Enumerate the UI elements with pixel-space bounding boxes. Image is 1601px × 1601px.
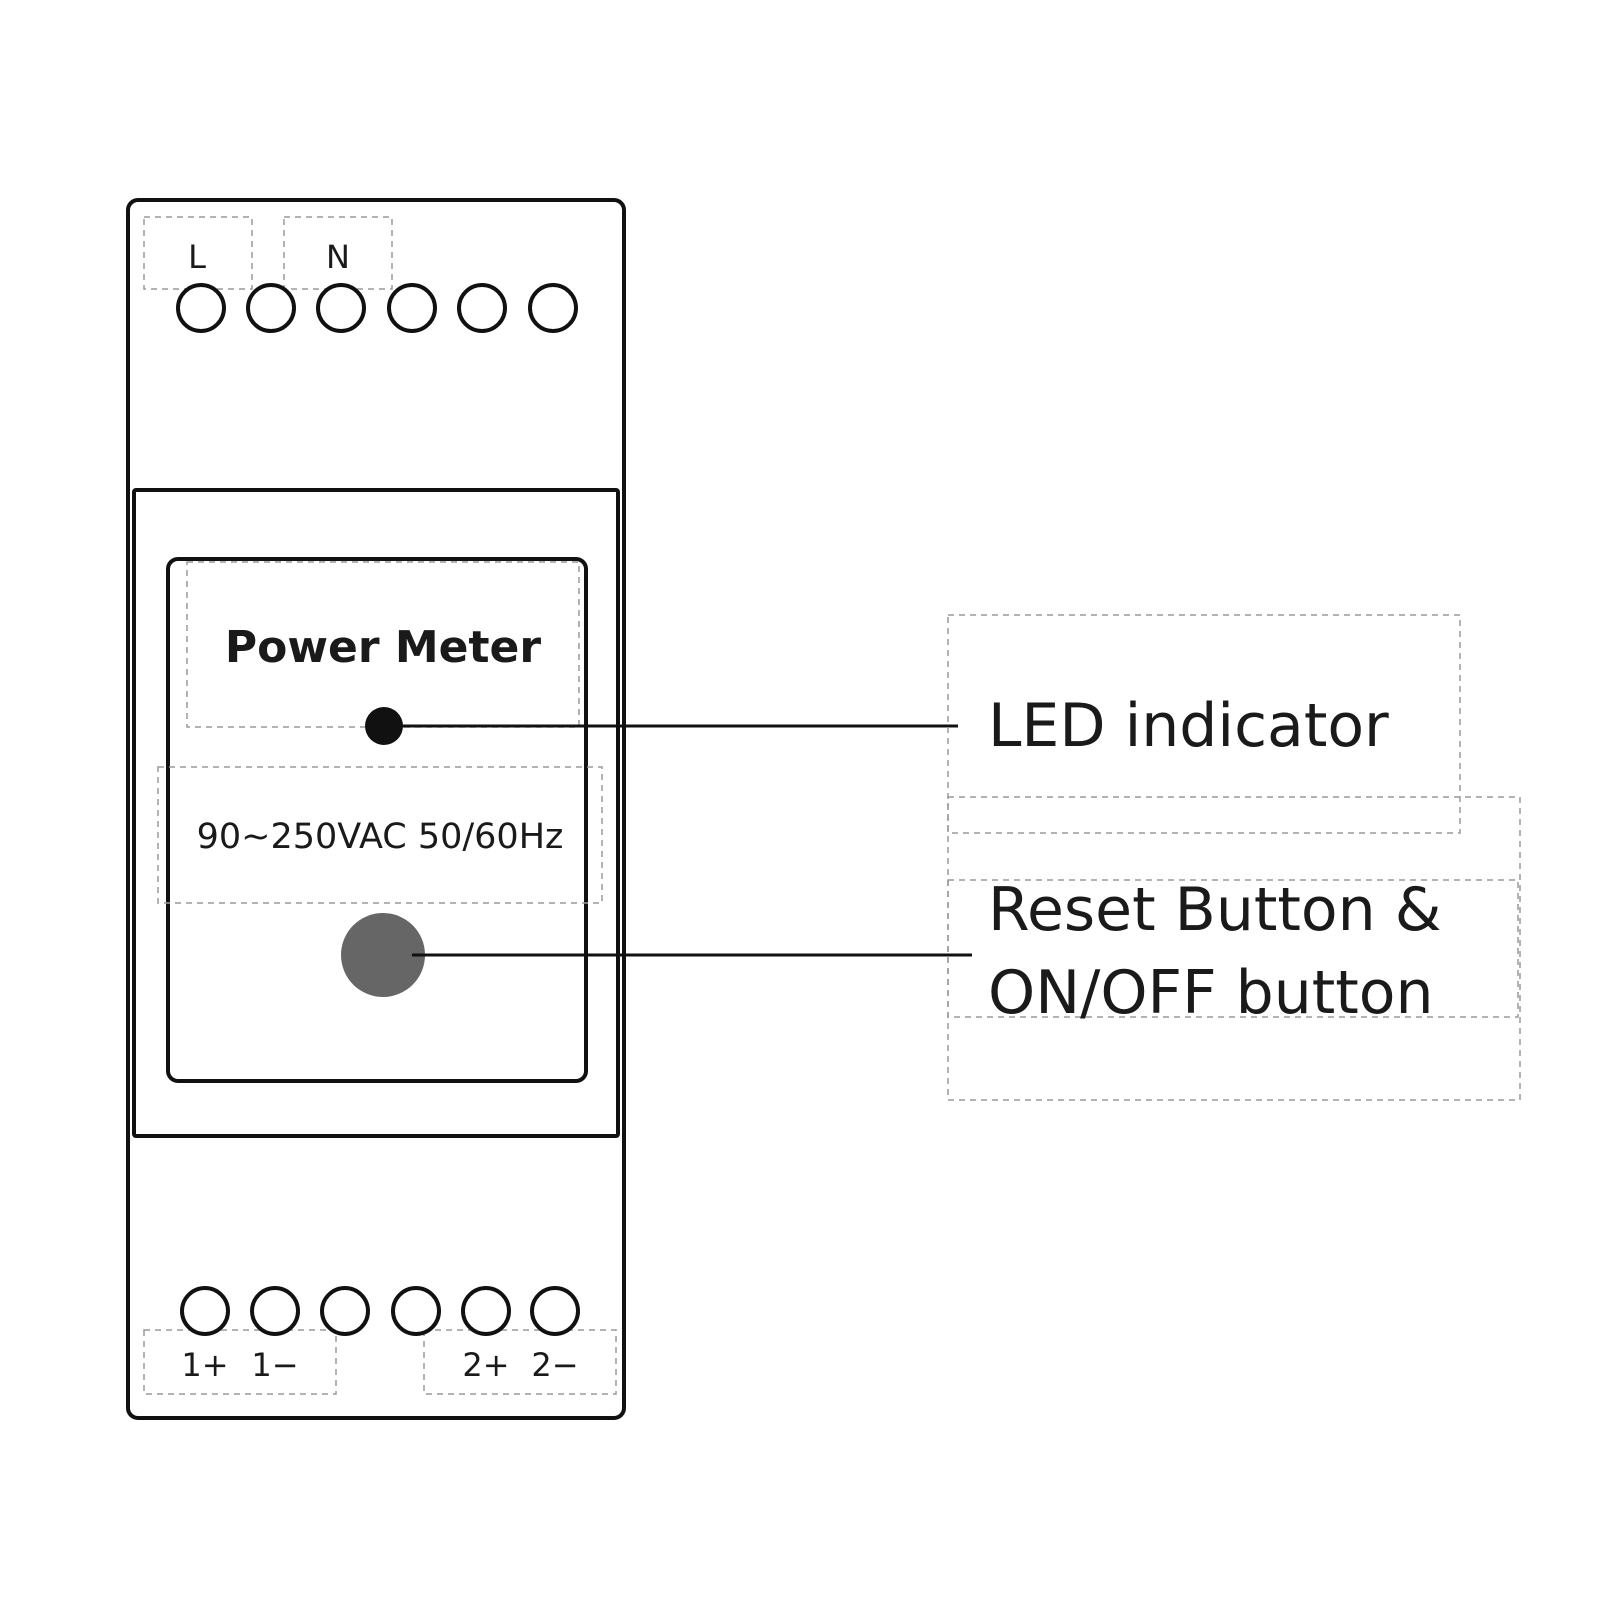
bottom-terminal-5 <box>461 1286 511 1336</box>
spec-guide <box>157 766 603 904</box>
bottom-terminal-1 <box>180 1286 230 1336</box>
top-terminal-4 <box>387 283 437 333</box>
top-terminal-2 <box>246 283 296 333</box>
terminals-2-guide <box>423 1329 617 1395</box>
terminal-label-1-minus: 1− <box>251 1346 298 1384</box>
terminal-label-2-minus: 2− <box>531 1346 578 1384</box>
top-terminal-3 <box>316 283 366 333</box>
bottom-terminal-3 <box>320 1286 370 1336</box>
device-label-area <box>166 557 588 1083</box>
terminals-1-guide <box>143 1329 337 1395</box>
device-spec: 90~250VAC 50/60Hz <box>197 817 564 857</box>
terminal-label-l: L <box>188 238 206 276</box>
reset-callout-line2: ON/OFF button <box>988 958 1434 1028</box>
top-terminal-5 <box>457 283 507 333</box>
terminal-label-2-plus: 2+ <box>462 1346 509 1384</box>
device-title: Power Meter <box>225 622 541 673</box>
bottom-terminal-2 <box>250 1286 300 1336</box>
terminal-label-1-plus: 1+ <box>181 1346 228 1384</box>
bottom-terminal-4 <box>391 1286 441 1336</box>
reset-callout-guide-outer <box>947 796 1521 1101</box>
led-callout-label: LED indicator <box>988 691 1389 761</box>
led-callout-guide <box>947 614 1461 834</box>
bottom-terminal-6 <box>530 1286 580 1336</box>
reset-button-icon <box>341 913 425 997</box>
top-terminal-1 <box>176 283 226 333</box>
top-terminal-6 <box>528 283 578 333</box>
terminal-label-n: N <box>326 238 350 276</box>
reset-callout-line1: Reset Button & <box>988 875 1442 945</box>
reset-callout-guide-inner <box>947 879 1519 1018</box>
